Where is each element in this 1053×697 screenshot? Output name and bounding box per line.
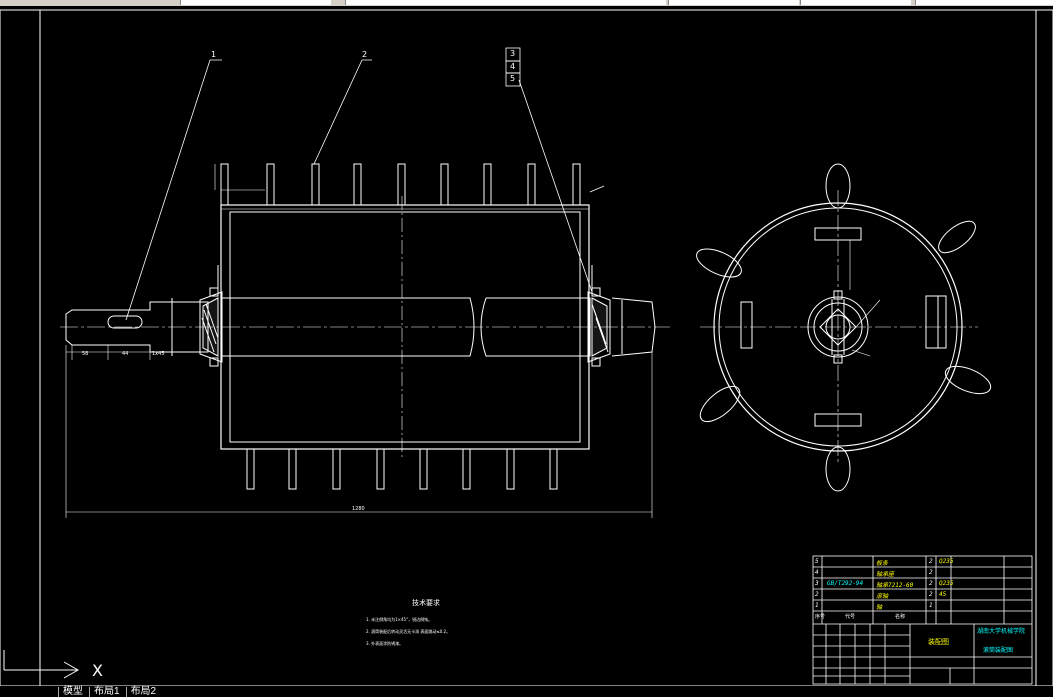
- parts-list-row: 5 板条 2 Q235: [813, 558, 1032, 568]
- toolbar-field[interactable]: [668, 0, 799, 5]
- parts-list-row: 3 GB/T292-94 轴承7212-60 2 Q235: [813, 580, 1032, 590]
- tb-part: 装配图: [928, 638, 949, 646]
- balloon-2: 2: [362, 50, 368, 59]
- layout-tab-bar: 模型 布局1 布局2: [0, 686, 1053, 697]
- dim-left-c: 1x45: [152, 351, 165, 357]
- tab-model[interactable]: 模型: [58, 686, 87, 697]
- technical-line: 1. 未注倒角均为1×45°，锐边倒钝。: [366, 617, 433, 622]
- front-view: [60, 47, 670, 518]
- tb-header-no: 序号: [815, 614, 826, 620]
- parts-list-cell-name: 轴: [876, 604, 883, 611]
- parts-list-cell-no: 4: [815, 569, 819, 576]
- parts-list-cell-mat: Q235: [939, 558, 954, 565]
- parts-list-cell-qty: 2: [929, 569, 933, 576]
- toolbar-field[interactable]: [180, 0, 331, 5]
- dimensions: [65, 164, 653, 518]
- parts-list-cell-no: 1: [815, 602, 819, 609]
- parts-list-cell-mat: 45: [939, 591, 947, 598]
- tb-drawing-name: 滚筒装配图: [983, 647, 1014, 654]
- blades: [696, 163, 992, 492]
- ucs-axis-icon: [3, 650, 80, 679]
- parts-list-cell-qty: 1: [929, 602, 933, 609]
- technical-requirements: 技术要求 1. 未注倒角均为1×45°，锐边倒钝。 2. 滚筒装配后转动灵活无卡…: [366, 598, 486, 650]
- tb-school: 湖南大学机械学院: [977, 628, 1026, 635]
- parts-list-cell-no: 2: [815, 591, 819, 598]
- toolbar-field[interactable]: [800, 0, 911, 5]
- parts-list-cell-code: GB/T292-94: [827, 580, 864, 587]
- toolbar-strip: [0, 0, 1053, 6]
- parts-list-cell-name: 轴承7212-60: [876, 582, 914, 589]
- tab-layout2[interactable]: 布局2: [125, 686, 161, 697]
- leaders: [125, 59, 605, 321]
- parts-list-row: 1 轴 1: [813, 602, 1032, 612]
- shaft: [65, 297, 656, 357]
- dim-overall: 1280: [352, 506, 365, 512]
- parts-list-cell-no: 5: [815, 558, 819, 565]
- toolbar-field[interactable]: [915, 0, 1053, 5]
- technical-line: 3. 外表面涂防锈漆。: [366, 641, 404, 646]
- parts-list-cell-qty: 2: [929, 591, 933, 598]
- parts-list-row: 4 轴承座 2: [813, 569, 1032, 579]
- parts-list-row: 2 滚轴 2 45: [813, 591, 1032, 601]
- title-block: [812, 555, 1033, 685]
- side-view: [696, 163, 992, 492]
- top-teeth: [220, 163, 581, 206]
- toolbar-field[interactable]: [345, 0, 666, 5]
- parts-list-cell-name: 滚轴: [876, 593, 889, 600]
- technical-line: 2. 滚筒装配后转动灵活无卡滞 表面跳动≤0.2。: [366, 629, 451, 634]
- balloon-4: 4: [510, 62, 516, 71]
- technical-title: 技术要求: [412, 599, 440, 607]
- bottom-teeth: [246, 448, 558, 490]
- parts-list-cell-no: 3: [815, 580, 819, 587]
- parts-list-cell-qty: 2: [929, 558, 933, 565]
- parts-list-cell-mat: Q235: [939, 580, 954, 587]
- tab-layout1[interactable]: 布局1: [89, 686, 124, 697]
- tb-header-code: 代号: [845, 614, 856, 620]
- balloon-5: 5: [510, 74, 516, 83]
- parts-list-cell-name: 板条: [876, 560, 889, 567]
- bearing-right: [587, 287, 611, 367]
- parts-list-cell-qty: 2: [929, 580, 933, 587]
- tb-header-name: 名称: [895, 614, 906, 620]
- ucs-x-label: X: [92, 661, 103, 680]
- dim-left-a: 58: [82, 351, 89, 357]
- balloon-3: 3: [510, 49, 516, 58]
- balloon-1: 1: [211, 50, 217, 59]
- bearing-left: [199, 287, 223, 367]
- dim-left-b: 44: [122, 351, 129, 357]
- parts-list-cell-name: 轴承座: [876, 571, 895, 578]
- balloon-box-345: [505, 47, 521, 87]
